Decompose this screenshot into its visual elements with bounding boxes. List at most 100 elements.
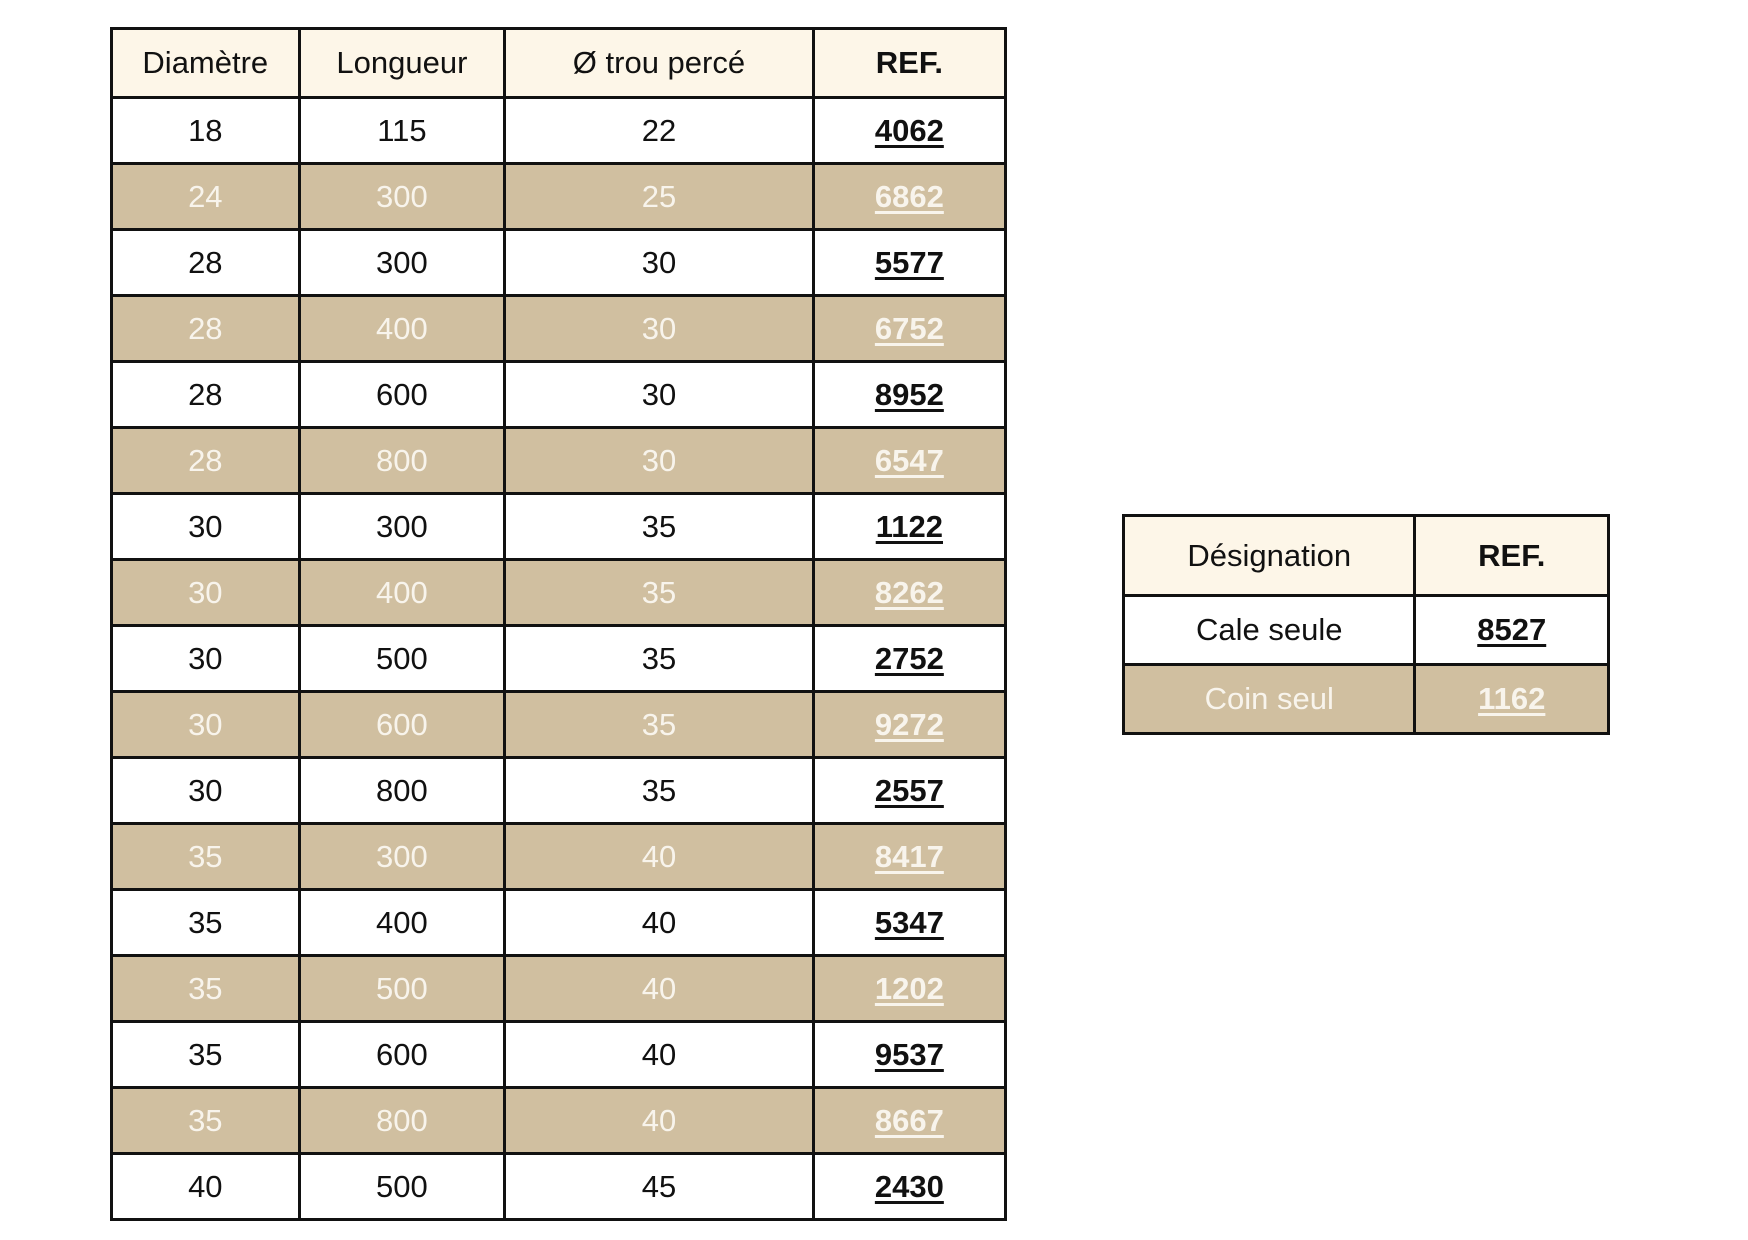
cell-diametre: 35 [110, 888, 301, 957]
cell-diametre: 28 [110, 228, 301, 297]
cell-trou-perce: 35 [503, 690, 815, 759]
cell-longueur: 600 [297, 690, 507, 759]
cell-trou-perce: 22 [503, 96, 815, 165]
table-header-row: Diamètre Longueur Ø trou percé REF. [110, 27, 1008, 99]
cell-longueur: 800 [297, 1086, 507, 1155]
cell-longueur: 300 [297, 228, 507, 297]
ref-link[interactable]: 2557 [811, 756, 1008, 825]
cell-diametre: 28 [110, 360, 301, 429]
header-trou-perce: Ø trou percé [503, 27, 815, 99]
cell-trou-perce: 35 [503, 756, 815, 825]
cell-trou-perce: 30 [503, 228, 815, 297]
cell-longueur: 300 [297, 492, 507, 561]
cell-diametre: 30 [110, 492, 301, 561]
cell-diametre: 40 [110, 1152, 301, 1221]
cell-trou-perce: 40 [503, 822, 815, 891]
cell-trou-perce: 40 [503, 1020, 815, 1089]
cell-diametre: 24 [110, 162, 301, 231]
cell-diametre: 30 [110, 690, 301, 759]
header-longueur: Longueur [297, 27, 507, 99]
ref-link[interactable]: 6752 [811, 294, 1008, 363]
header-designation: Désignation [1121, 514, 1417, 597]
ref-link[interactable]: 6862 [811, 162, 1008, 231]
ref-link[interactable]: 5577 [811, 228, 1008, 297]
cell-diametre: 35 [110, 1020, 301, 1089]
cell-longueur: 400 [297, 558, 507, 627]
header-ref: REF. [811, 27, 1008, 99]
cell-longueur: 500 [297, 1152, 507, 1221]
cell-diametre: 30 [110, 558, 301, 627]
table-header-row: Désignation REF. [1121, 514, 1610, 597]
ref-link[interactable]: 5347 [811, 888, 1008, 957]
cell-diametre: 35 [110, 1086, 301, 1155]
cell-trou-perce: 40 [503, 1086, 815, 1155]
ref-link[interactable]: 2752 [811, 624, 1008, 693]
ref-link[interactable]: 2430 [811, 1152, 1008, 1221]
cell-longueur: 115 [297, 96, 507, 165]
ref-link[interactable]: 6547 [811, 426, 1008, 495]
cell-longueur: 800 [297, 756, 507, 825]
ref-link[interactable]: 1162 [1413, 663, 1610, 735]
cell-diametre: 18 [110, 96, 301, 165]
header-diametre: Diamètre [110, 27, 301, 99]
cell-longueur: 500 [297, 624, 507, 693]
header-ref: REF. [1413, 514, 1610, 597]
ref-link[interactable]: 8262 [811, 558, 1008, 627]
ref-link[interactable]: 8952 [811, 360, 1008, 429]
cell-trou-perce: 35 [503, 624, 815, 693]
cell-trou-perce: 35 [503, 492, 815, 561]
ref-link[interactable]: 8417 [811, 822, 1008, 891]
ref-link[interactable]: 1122 [811, 492, 1008, 561]
cell-designation: Coin seul [1121, 663, 1417, 735]
cell-trou-perce: 30 [503, 426, 815, 495]
cell-longueur: 400 [297, 294, 507, 363]
cell-diametre: 28 [110, 294, 301, 363]
cell-longueur: 800 [297, 426, 507, 495]
ref-link[interactable]: 1202 [811, 954, 1008, 1023]
cell-longueur: 300 [297, 162, 507, 231]
cell-longueur: 400 [297, 888, 507, 957]
cell-trou-perce: 30 [503, 360, 815, 429]
cell-trou-perce: 45 [503, 1152, 815, 1221]
cell-designation: Cale seule [1121, 594, 1417, 666]
cell-longueur: 500 [297, 954, 507, 1023]
cell-trou-perce: 30 [503, 294, 815, 363]
ref-link[interactable]: 9272 [811, 690, 1008, 759]
ref-link[interactable]: 4062 [811, 96, 1008, 165]
cell-trou-perce: 40 [503, 954, 815, 1023]
cell-longueur: 600 [297, 1020, 507, 1089]
cell-diametre: 35 [110, 822, 301, 891]
cell-diametre: 30 [110, 624, 301, 693]
cell-diametre: 28 [110, 426, 301, 495]
ref-link[interactable]: 8527 [1413, 594, 1610, 666]
cell-longueur: 300 [297, 822, 507, 891]
cell-diametre: 30 [110, 756, 301, 825]
cell-trou-perce: 35 [503, 558, 815, 627]
cell-longueur: 600 [297, 360, 507, 429]
cell-diametre: 35 [110, 954, 301, 1023]
ref-link[interactable]: 9537 [811, 1020, 1008, 1089]
cell-trou-perce: 40 [503, 888, 815, 957]
ref-link[interactable]: 8667 [811, 1086, 1008, 1155]
